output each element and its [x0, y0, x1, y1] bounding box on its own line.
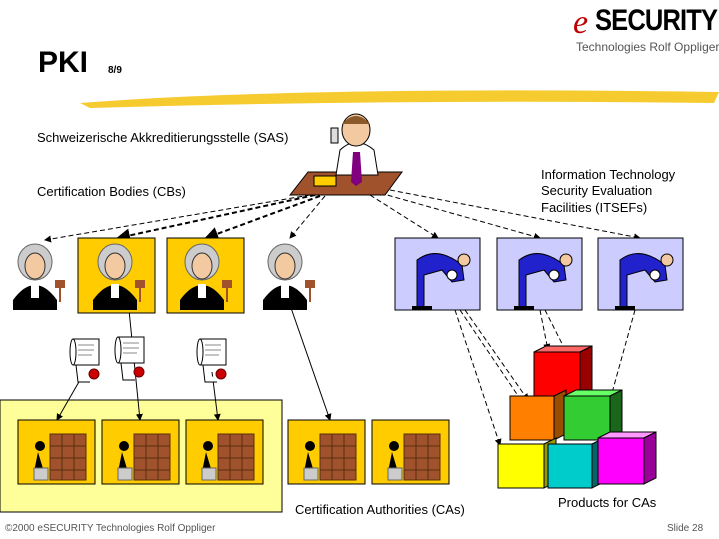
label-itsef-line2: Security Evaluation — [541, 183, 653, 198]
itsef-box-1 — [394, 237, 481, 311]
page-indicator: 8/9 — [108, 65, 122, 76]
judge-1 — [12, 243, 66, 311]
product-cubes — [497, 345, 657, 489]
label-sas: Schweizerische Akkreditierungsstelle (SA… — [37, 130, 289, 145]
judge-4 — [262, 243, 316, 311]
itsef-box-3 — [597, 237, 684, 311]
footer-copyright: ©2000 eSECURITY Technologies Rolf Opplig… — [5, 523, 216, 534]
sas-official — [288, 113, 403, 196]
itsef-box-2 — [496, 237, 583, 311]
certificate-2 — [114, 336, 145, 381]
logo-security: SECURITY — [595, 4, 718, 37]
highlight-stroke — [80, 90, 719, 108]
label-itsef-line1: Information Technology — [541, 167, 676, 182]
footer-slide-number: Slide 28 — [667, 523, 704, 534]
label-products: Products for CAs — [558, 495, 657, 510]
logo-subtitle: Technologies Rolf Oppliger — [576, 40, 719, 54]
certificate-1 — [69, 338, 100, 383]
slide-title: PKI — [38, 46, 89, 79]
label-cbs: Certification Bodies (CBs) — [37, 184, 186, 199]
certificate-3 — [196, 338, 227, 383]
label-cas: Certification Authorities (CAs) — [295, 502, 465, 517]
logo-e: e — [573, 4, 589, 41]
label-itsef-line3: Facilities (ITSEFs) — [541, 200, 648, 215]
arrows — [44, 189, 641, 446]
